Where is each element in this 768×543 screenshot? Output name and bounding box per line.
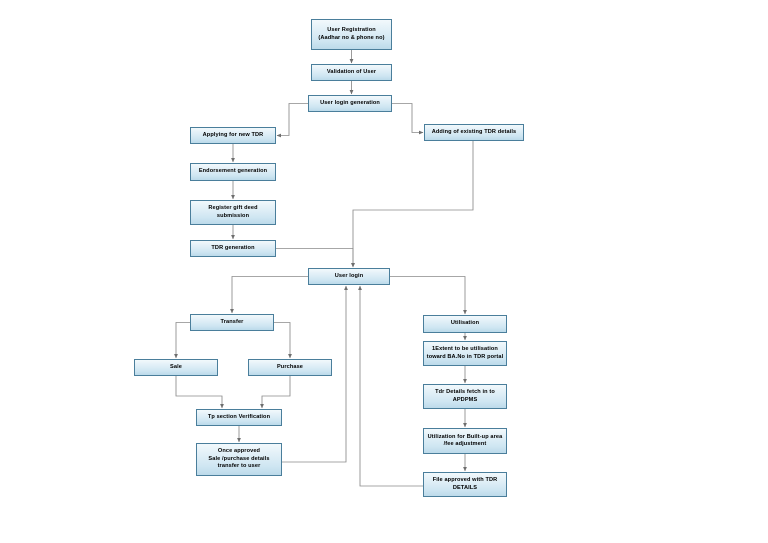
- node-tp-section-verification[interactable]: Tp section Verification: [196, 409, 282, 426]
- wire-sale-to-tp-section: [175, 376, 224, 409]
- node-label-purchase: Purchase: [276, 363, 304, 370]
- node-user-registration[interactable]: User Registration(Aadhar no & phone no): [311, 19, 392, 50]
- node-label-utilisation: Utilisation: [450, 320, 480, 327]
- node-tdr-generation[interactable]: TDR generation: [190, 240, 276, 257]
- node-label-applying-for-new-tdr: Applying for new TDR: [202, 131, 264, 138]
- node-label-utilisation-builtup: Utilization for Built-up area/fee adjust…: [427, 433, 503, 447]
- wire-user-login-to-utilisation: [390, 276, 467, 315]
- wire-login-generation-to-adding: [392, 103, 424, 135]
- node-label-user-login-generation: User login generation: [320, 99, 380, 106]
- node-label-validation-of-user: Validation of User: [326, 68, 377, 75]
- node-label-tp-section-verification: Tp section Verification: [207, 413, 271, 420]
- node-purchase[interactable]: Purchase: [248, 359, 332, 376]
- wire-transfer-to-purchase: [274, 322, 292, 359]
- wire-transfer-to-sale: [174, 322, 190, 359]
- node-adding-existing-tdr[interactable]: Adding of existing TDR details: [424, 124, 524, 141]
- node-label-user-login: User login: [334, 272, 364, 279]
- wire-file-approved-to-user-login: [358, 285, 423, 487]
- node-label-sale: Sale: [170, 363, 182, 370]
- node-label-user-registration: User Registration(Aadhar no & phone no): [318, 27, 385, 41]
- node-label-endorsement-generation: Endorsement generation: [198, 168, 268, 175]
- node-label-adding-existing-tdr: Adding of existing TDR details: [431, 128, 517, 135]
- node-label-tdr-generation: TDR generation: [211, 244, 255, 251]
- node-endorsement-generation[interactable]: Endorsement generation: [190, 163, 276, 181]
- node-label-transfer: Transfer: [220, 318, 244, 325]
- node-validation-of-user[interactable]: Validation of User: [311, 64, 392, 81]
- node-utilisation-builtup[interactable]: Utilization for Built-up area/fee adjust…: [423, 428, 507, 454]
- wire-login-generation-to-applying: [276, 103, 308, 138]
- wire-tdr-generation-to-user-login: [276, 248, 355, 268]
- node-user-login[interactable]: User login: [308, 268, 390, 285]
- node-applying-for-new-tdr[interactable]: Applying for new TDR: [190, 127, 276, 144]
- wire-user-login-to-transfer: [230, 276, 308, 314]
- node-sale[interactable]: Sale: [134, 359, 218, 376]
- node-transfer[interactable]: Transfer: [190, 314, 274, 331]
- wire-adding-to-user-login: [351, 141, 474, 268]
- wire-purchase-to-tp-section: [260, 376, 291, 409]
- node-user-login-generation[interactable]: User login generation: [308, 95, 392, 112]
- node-utilisation[interactable]: Utilisation: [423, 315, 507, 333]
